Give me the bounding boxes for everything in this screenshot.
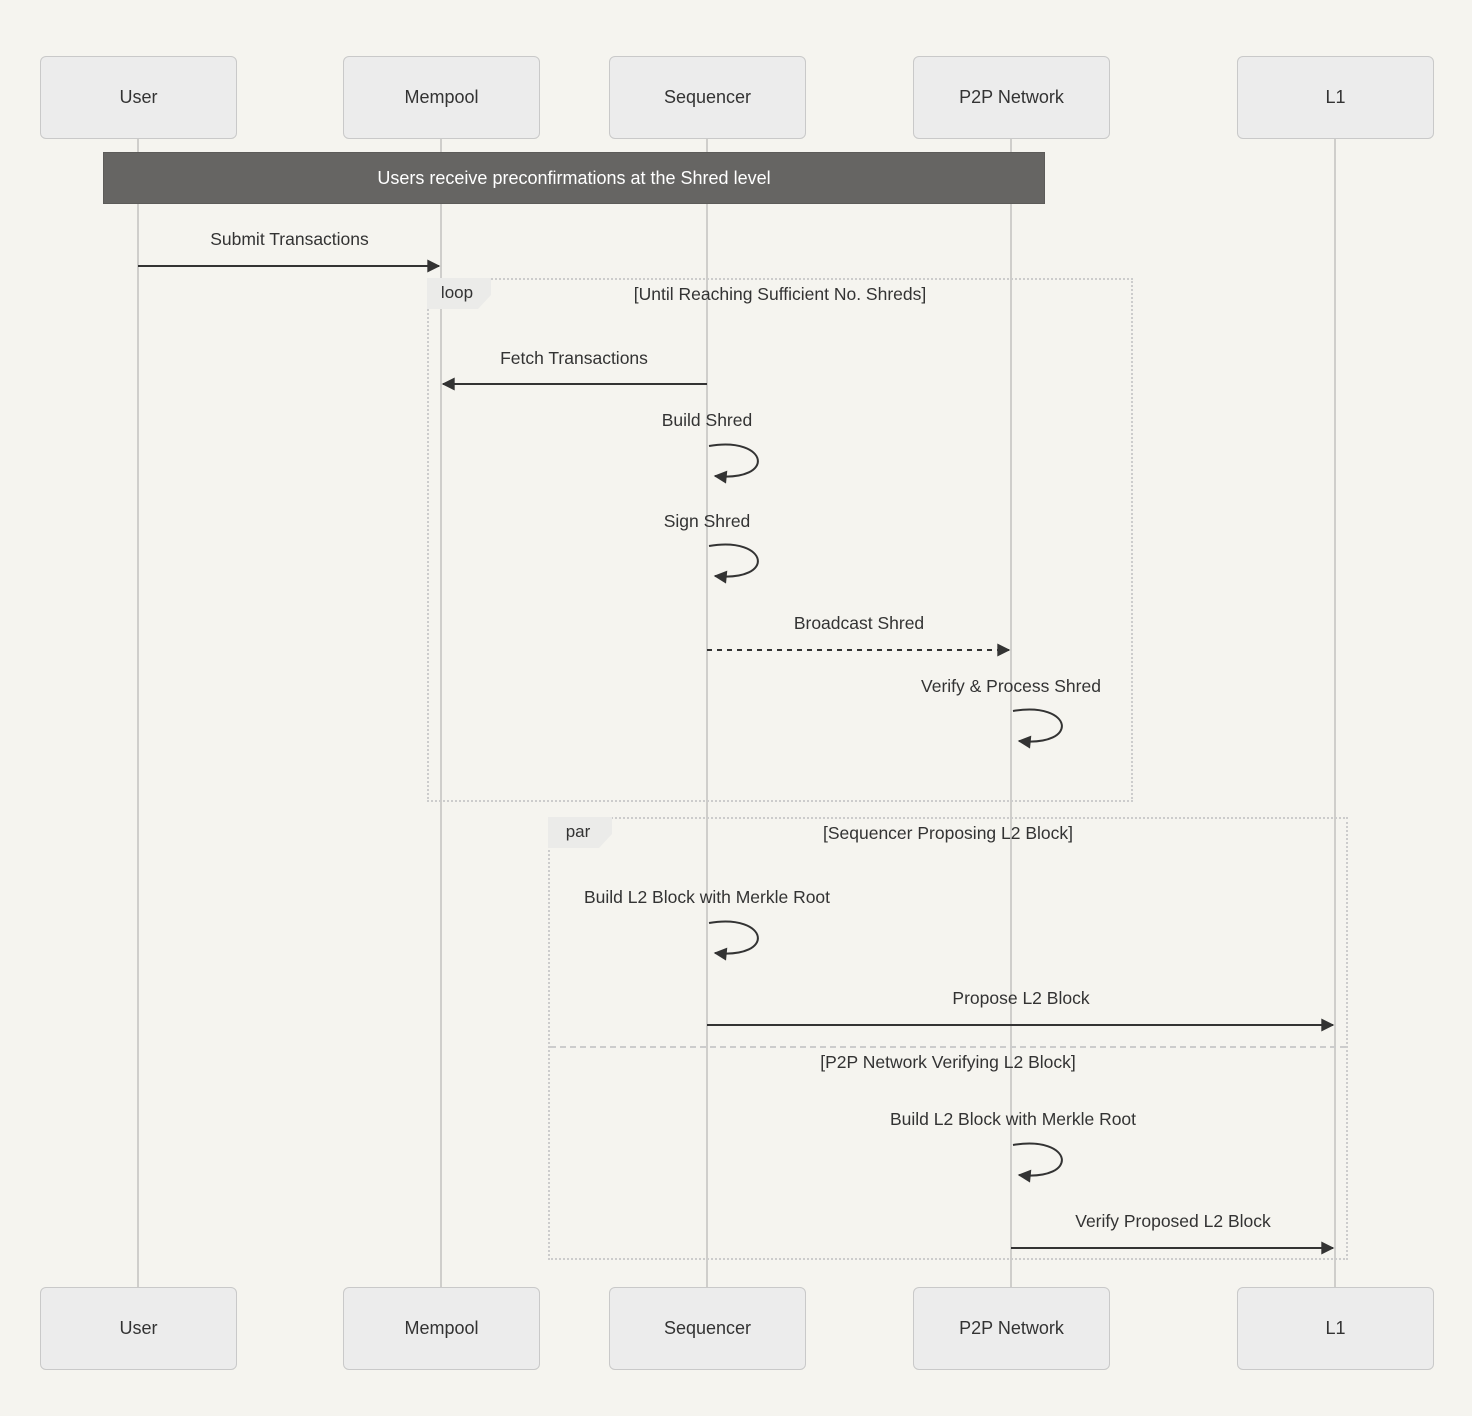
par-frame-tab: par	[548, 817, 612, 848]
self-loop-build-l2-block-sequencer	[708, 920, 759, 961]
actor-user-top: User	[40, 56, 237, 139]
self-loop-build-shred	[708, 443, 759, 484]
loop-frame: loop [Until Reaching Sufficient No. Shre…	[427, 278, 1133, 802]
actor-user-label: User	[119, 87, 158, 107]
par-frame-divider-condition: [P2P Network Verifying L2 Block]	[820, 1052, 1076, 1072]
actor-mempool-top: Mempool	[343, 56, 540, 139]
message-fetch-transactions: Fetch Transactions	[500, 348, 648, 368]
actor-sequencer-label: Sequencer	[663, 87, 752, 107]
actor-l1-bottom: L1	[1237, 1287, 1434, 1370]
diagram-title: Users receive preconfirmations at the Sh…	[377, 167, 771, 188]
par-frame: par [Sequencer Proposing L2 Block] [P2P …	[548, 817, 1348, 1260]
actor-l1-top: L1	[1237, 56, 1434, 139]
message-broadcast-shred: Broadcast Shred	[793, 613, 925, 633]
actor-sequencer-bottom: Sequencer	[609, 1287, 806, 1370]
self-loop-sign-shred	[708, 543, 759, 584]
message-sign-shred: Sign Shred	[663, 511, 751, 531]
message-verify-process-shred: Verify & Process Shred	[921, 676, 1101, 696]
actor-p2p-label: P2P Network	[959, 87, 1064, 107]
actor-l1-label: L1	[1325, 87, 1346, 107]
loop-frame-condition: [Until Reaching Sufficient No. Shreds]	[633, 284, 927, 304]
par-frame-label: par	[565, 821, 591, 841]
actor-mempool-label-bottom: Mempool	[404, 1318, 479, 1338]
actor-sequencer-label-bottom: Sequencer	[663, 1318, 752, 1338]
actor-mempool-bottom: Mempool	[343, 1287, 540, 1370]
message-submit-transactions: Submit Transactions	[210, 229, 369, 249]
message-build-l2-block-p2p: Build L2 Block with Merkle Root	[889, 1109, 1137, 1129]
loop-frame-tab: loop	[427, 278, 491, 309]
actor-sequencer-top: Sequencer	[609, 56, 806, 139]
actor-user-label-bottom: User	[119, 1318, 158, 1338]
message-build-l2-block-sequencer: Build L2 Block with Merkle Root	[583, 887, 831, 907]
actor-mempool-label: Mempool	[404, 87, 479, 107]
actor-p2p-top: P2P Network	[913, 56, 1110, 139]
self-loop-build-l2-block-p2p	[1012, 1142, 1063, 1183]
message-build-shred: Build Shred	[661, 410, 753, 430]
actor-l1-label-bottom: L1	[1325, 1318, 1346, 1338]
par-frame-condition: [Sequencer Proposing L2 Block]	[822, 823, 1074, 843]
message-propose-l2-block: Propose L2 Block	[952, 988, 1090, 1008]
actor-p2p-label-bottom: P2P Network	[959, 1318, 1064, 1338]
actor-user-bottom: User	[40, 1287, 237, 1370]
actor-p2p-bottom: P2P Network	[913, 1287, 1110, 1370]
message-verify-proposed-l2-block: Verify Proposed L2 Block	[1075, 1211, 1271, 1231]
par-frame-divider	[550, 1046, 1346, 1048]
loop-frame-label: loop	[440, 282, 474, 302]
self-loop-verify-process-shred	[1012, 708, 1063, 749]
diagram-title-banner: Users receive preconfirmations at the Sh…	[103, 152, 1045, 204]
